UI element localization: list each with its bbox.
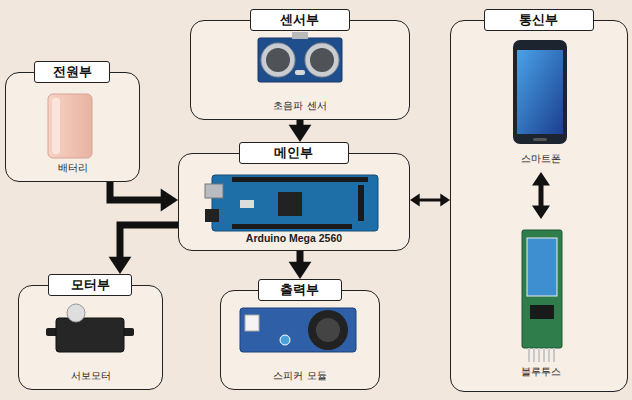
heading-text: 전원부 [53, 63, 92, 81]
heading-text: 메인부 [274, 144, 313, 162]
arrow-line [120, 225, 178, 258]
module-heading: 출력부 [258, 279, 342, 301]
component-caption: Arduino Mega 2560 [179, 232, 409, 244]
module-heading: 센서부 [250, 9, 350, 31]
module-heading: 모터부 [48, 274, 132, 296]
module-heading: 전원부 [34, 61, 110, 83]
arrow-head [109, 257, 132, 274]
arrow-connector [289, 251, 312, 279]
heading-text: 센서부 [280, 11, 319, 29]
component-caption: 스마트폰 [499, 153, 583, 166]
component-caption: 스피커 모듈 [221, 370, 379, 383]
component-box: 스마트폰 [499, 36, 583, 172]
module-heading: 메인부 [239, 142, 349, 164]
module-box: 통신부스마트폰블루투스 [450, 20, 628, 392]
component-caption: 블루투스 [496, 366, 586, 379]
arrow-head [440, 193, 450, 206]
arrow-connector [110, 182, 178, 211]
arrow-head [289, 262, 312, 279]
arrow-line [110, 182, 162, 200]
arrow-head [410, 193, 420, 206]
arrow-line [297, 120, 304, 126]
arrow-line [419, 199, 442, 202]
arrow-connector [410, 193, 450, 206]
module-box: 전원부배터리 [5, 72, 140, 182]
module-box: 모터부서보모터 [18, 285, 163, 390]
heading-text: 모터부 [71, 276, 110, 294]
arrow-connector [289, 120, 312, 142]
arrow-line [297, 251, 304, 263]
module-box: 센서부초음파 센서 [190, 20, 410, 120]
component-caption: 배터리 [6, 162, 139, 175]
heading-text: 통신부 [519, 11, 558, 29]
arrow-head [289, 125, 312, 142]
component-caption: 초음파 센서 [191, 100, 409, 113]
module-box: 메인부Arduino Mega 2560 [178, 153, 410, 251]
heading-text: 출력부 [280, 281, 319, 299]
arrow-connector [109, 225, 178, 274]
component-box: 블루투스 [496, 219, 586, 385]
module-heading: 통신부 [484, 9, 594, 31]
arrow-head [161, 189, 178, 212]
module-box: 출력부스피커 모듈 [220, 290, 380, 390]
component-caption: 서보모터 [19, 370, 162, 383]
